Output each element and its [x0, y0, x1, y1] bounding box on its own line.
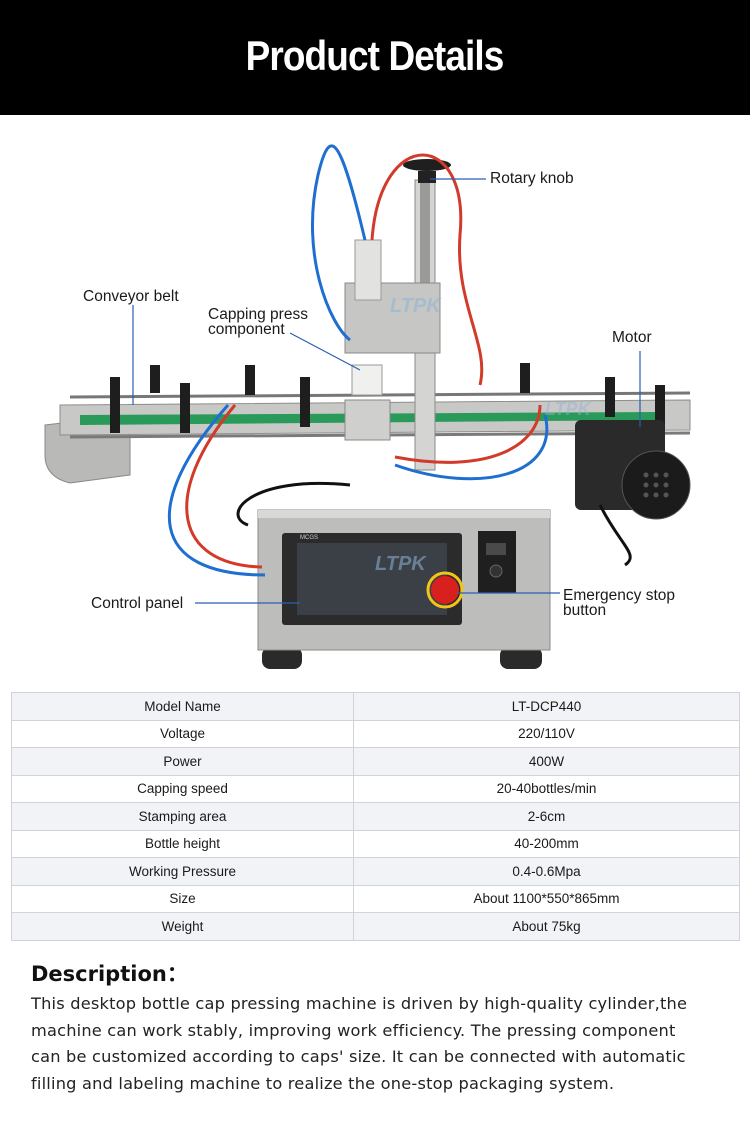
spec-name: Capping speed	[11, 774, 354, 803]
description-title: Description：	[31, 962, 188, 986]
callout-control-panel: Control panel	[91, 595, 184, 612]
spec-value: About 1100*550*865mm	[353, 884, 740, 913]
lead-screw	[420, 175, 430, 295]
spec-name: Weight	[11, 912, 354, 941]
air-tube-blue	[310, 144, 367, 342]
speed-controller	[478, 531, 516, 593]
description-line: can be customized according to caps' siz…	[31, 1047, 686, 1066]
spec-name: Voltage	[11, 719, 354, 748]
spec-value: 400W	[353, 747, 740, 776]
emergency-stop-button	[431, 576, 459, 604]
header-banner: Product Details	[0, 0, 750, 115]
svg-text:LTPK: LTPK	[375, 553, 427, 575]
callout-motor: Motor	[612, 329, 652, 346]
spec-value: 0.4-0.6Mpa	[353, 857, 740, 886]
svg-text:LTPK: LTPK	[390, 295, 442, 317]
product-photo: MCGS	[0, 115, 750, 690]
description-line: This desktop bottle cap pressing machine…	[31, 994, 688, 1013]
spec-value: 2-6cm	[353, 802, 740, 831]
callout-emergency-stop-line2: button	[563, 602, 607, 619]
machine-foot	[262, 647, 302, 669]
callout-capping-press-line2: component	[208, 321, 285, 338]
description-line: filling and labeling machine to realize …	[31, 1073, 615, 1093]
air-tube-red	[370, 153, 484, 386]
callout-conveyor-belt: Conveyor belt	[83, 288, 179, 305]
description-line: machine can work stably, improving work …	[31, 1020, 676, 1040]
spec-name: Power	[11, 747, 354, 776]
air-cylinder	[354, 239, 382, 301]
callout-emergency-stop-line1: Emergency stop	[563, 587, 675, 604]
spec-name: Model Name	[11, 692, 354, 721]
spec-value: About 75kg	[353, 912, 740, 941]
spec-name: Size	[11, 884, 354, 913]
spec-name: Stamping area	[11, 802, 354, 831]
spec-value: 20-40bottles/min	[353, 774, 740, 803]
page-title: Product Details	[246, 31, 505, 79]
callout-rotary-knob: Rotary knob	[490, 170, 574, 187]
callout-capping-press-line1: Capping press	[208, 306, 308, 323]
svg-text:LTPK: LTPK	[545, 399, 593, 419]
spec-value: 40-200mm	[353, 829, 740, 858]
spec-name: Working Pressure	[11, 857, 354, 886]
machine-foot	[500, 647, 542, 669]
capping-head	[351, 364, 383, 396]
hmi-screen	[297, 543, 447, 615]
spec-value: 220/110V	[353, 719, 740, 748]
rotary-knob	[403, 159, 451, 171]
machine-illustration: MCGS	[44, 144, 691, 669]
spec-name: Bottle height	[11, 829, 354, 858]
spec-value: LT-DCP440	[353, 692, 740, 721]
svg-text:MCGS: MCGS	[300, 535, 318, 541]
description-body: This desktop bottle cap pressing machine…	[31, 991, 731, 1097]
